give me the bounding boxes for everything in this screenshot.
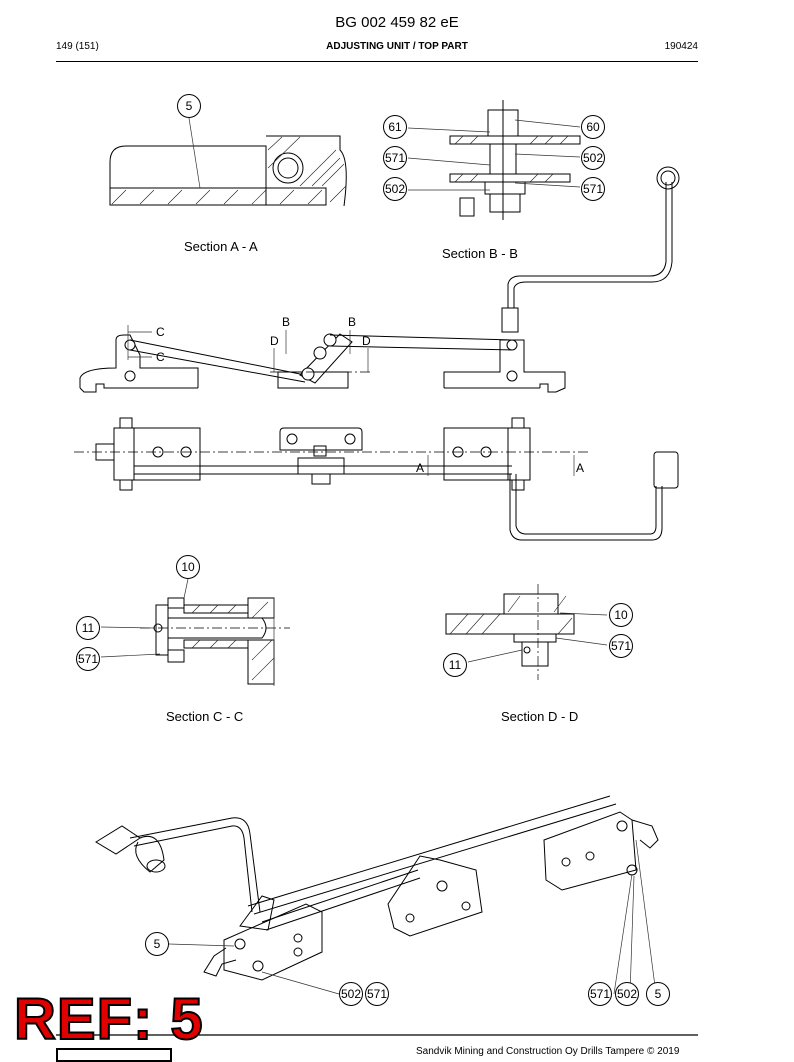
callout-iso-571-mid: 571 [365,982,389,1006]
section-dd-drawing [445,584,608,680]
callout-iso-502-right: 502 [615,982,639,1006]
callout-dd-571: 571 [609,634,633,658]
caption-section-bb: Section B - B [442,246,518,261]
cut-label-b-right: B [348,315,356,329]
page-number: 149 (151) [56,41,99,52]
callout-iso-5-left: 5 [145,932,169,956]
isometric-drawing [95,795,659,995]
section-bb-drawing [407,100,581,220]
cut-label-d-right: D [362,334,371,348]
cut-label-d-left: D [270,334,279,348]
cut-label-c-lower: C [156,350,165,364]
section-aa-drawing [109,117,347,207]
callout-dd-10: 10 [609,603,633,627]
callout-bb-502-upper: 502 [581,146,605,170]
callout-bb-571-upper: 571 [383,146,407,170]
caption-section-cc: Section C - C [166,709,244,724]
callout-dd-11: 11 [443,653,467,677]
callout-iso-502-mid: 502 [339,982,363,1006]
date-code: 190424 [664,41,698,52]
plan-view-drawing [74,417,679,541]
section-title: ADJUSTING UNIT / TOP PART [326,41,468,52]
cut-label-a-right: A [576,461,584,475]
caption-section-dd: Section D - D [501,709,579,724]
callout-bb-60: 60 [581,115,605,139]
callout-iso-5-right: 5 [646,982,670,1006]
footer-copyright: Sandvik Mining and Construction Oy Drill… [416,1046,680,1057]
section-cc-drawing [100,578,290,686]
callout-bb-61: 61 [383,115,407,139]
callout-cc-10: 10 [176,555,200,579]
callout-bb-571-lower: 571 [581,177,605,201]
cut-label-b-left: B [282,315,290,329]
callout-cc-11: 11 [76,616,100,640]
cut-label-a-left: A [416,461,424,475]
callout-cc-571: 571 [76,647,100,671]
document-number: BG 002 459 82 eE [335,14,459,31]
caption-section-aa: Section A - A [184,239,258,254]
callout-bb-502-lower: 502 [383,177,407,201]
header-rule [56,61,698,62]
side-elevation-drawing [79,166,680,393]
callout-aa-5: 5 [177,94,201,118]
callout-iso-571-right: 571 [588,982,612,1006]
ref-stamp: REF: 5 [13,986,204,1053]
cut-label-c-upper: C [156,325,165,339]
